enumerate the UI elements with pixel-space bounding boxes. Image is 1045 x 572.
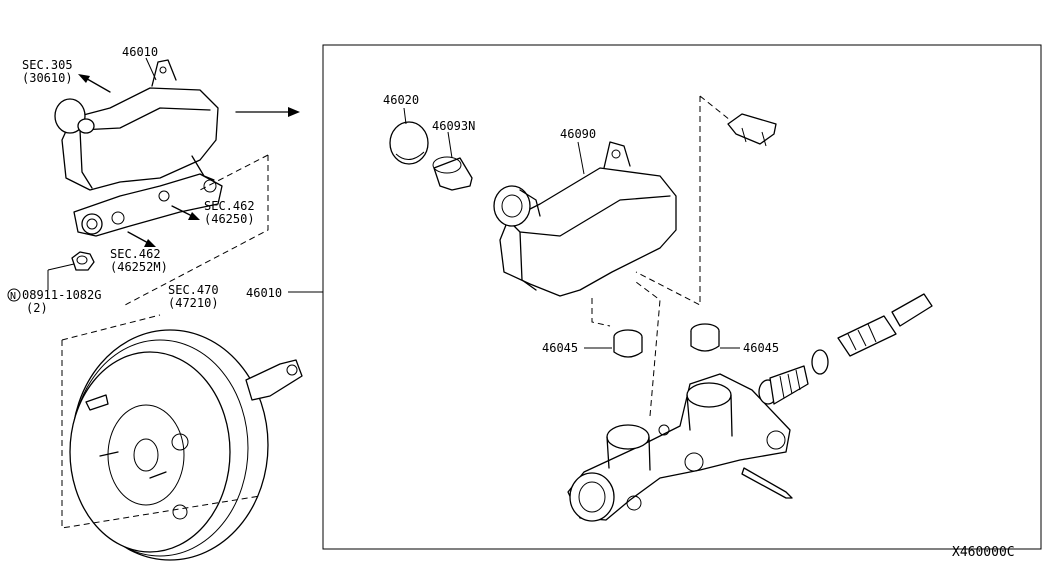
grommet-left-illustration: [613, 329, 643, 358]
label-46045-left: 46045: [542, 341, 578, 355]
label-46010-master: 46010: [246, 286, 282, 300]
label-sec-470: SEC.470: [168, 283, 219, 297]
nut-prefix-circle: [7, 288, 21, 302]
master-cylinder-body-illustration: [567, 373, 791, 522]
guide-dash-upper: [124, 155, 269, 306]
guide-dash-booster-2: [61, 314, 161, 341]
nut-illustration: [71, 251, 95, 271]
left-leaders: [47, 57, 200, 290]
grommet-right-illustration: [690, 323, 720, 352]
guide-dash-booster: [61, 340, 261, 529]
reservoir-tank-illustration: [493, 141, 677, 297]
cap-illustration: [389, 121, 429, 165]
label-46045-right: 46045: [743, 341, 779, 355]
label-sec-462-a-sub: (46250): [204, 212, 255, 226]
label-sec-462-b-sub: (46252M): [110, 260, 168, 274]
label-46093n: 46093N: [432, 119, 475, 133]
label-46020: 46020: [383, 93, 419, 107]
label-46010-left: 46010: [122, 45, 158, 59]
label-nut-qty: (2): [26, 301, 48, 315]
cap-leader: [403, 107, 407, 125]
connector-illustration: [727, 113, 777, 147]
piston-assembly-illustration: [741, 293, 933, 499]
label-46090: 46090: [560, 127, 596, 141]
strainer-illustration: [432, 156, 473, 191]
label-nut-part: 08911-1082G: [22, 288, 101, 302]
label-sec-462-b: SEC.462: [110, 247, 161, 261]
detail-arrow: [235, 107, 300, 117]
labels: 46010 SEC.305 (30610) SEC.462 (46250) SE…: [7, 45, 1015, 560]
diagram-id: X460000C: [952, 545, 1015, 560]
label-sec-462-a: SEC.462: [204, 199, 255, 213]
reservoir-assembly-illustration: [54, 59, 223, 237]
detail-frame: [322, 44, 1042, 550]
strainer-leader: [447, 131, 453, 159]
guide-dash-grommet: [591, 298, 611, 327]
label-nut-prefix: N: [10, 291, 16, 302]
brake-booster-illustration: [69, 329, 303, 561]
label-sec-470-sub: (47210): [168, 296, 219, 310]
guide-dash-connector: [635, 95, 731, 306]
guide-dash-upper-2: [199, 154, 269, 191]
label-sec-305: SEC.305: [22, 58, 73, 72]
reservoir-tank-leader: [577, 141, 585, 175]
label-sec-305-sub: (30610): [22, 71, 73, 85]
